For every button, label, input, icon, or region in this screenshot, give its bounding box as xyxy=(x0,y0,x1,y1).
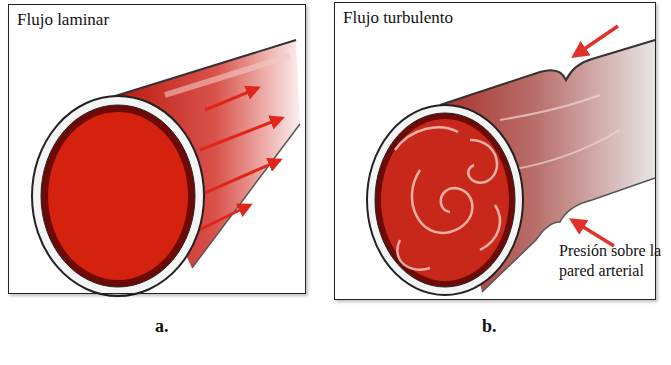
vessel-lumen-rim xyxy=(375,113,515,287)
flow-arrows xyxy=(195,88,282,232)
callout-text: Presión sobre la pared arterial xyxy=(559,241,671,281)
vessel-lumen-rim xyxy=(41,105,195,287)
vessel-wall xyxy=(440,40,655,105)
panel-letter: b. xyxy=(482,316,497,337)
panel-title: Flujo turbulento xyxy=(343,7,563,28)
figure-panel: Flujo laminar xyxy=(8,4,306,294)
panel-title: Flujo laminar xyxy=(17,9,217,30)
vessel-opening xyxy=(367,105,523,295)
turbulence-swirls xyxy=(395,127,500,269)
swirl-lines xyxy=(500,95,620,170)
vessel-highlight xyxy=(165,56,290,95)
pressure-arrows xyxy=(572,26,618,246)
panel-letter: a. xyxy=(155,316,169,337)
vessel-lumen xyxy=(48,112,188,280)
vessel-wall xyxy=(112,40,296,97)
vessel-opening xyxy=(32,96,204,296)
laminar-vessel xyxy=(32,40,300,296)
vessel-lumen xyxy=(381,119,509,281)
figure-panel: Flujo turbulentoPresión sobre la pared a… xyxy=(334,2,656,300)
